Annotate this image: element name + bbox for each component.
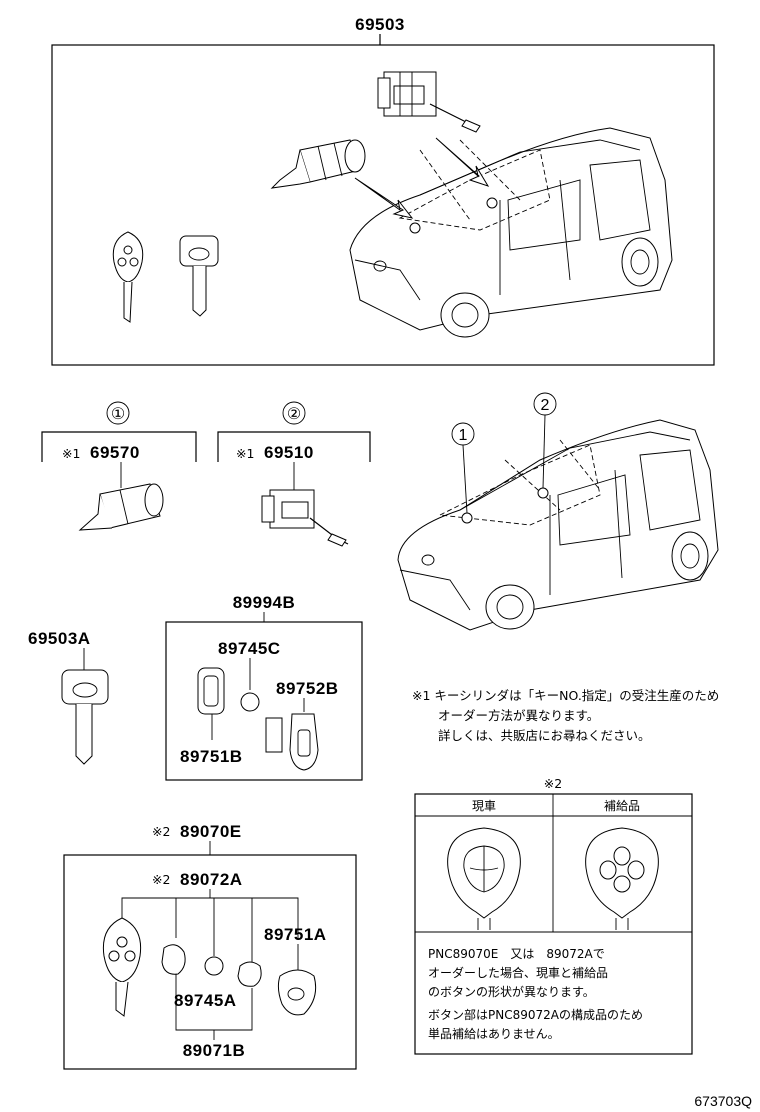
- table-col-2-header: 補給品: [604, 799, 640, 813]
- door-cylinder-small: [261, 489, 349, 547]
- ignition-cylinder-small: [78, 483, 164, 531]
- circle-2-label: ②: [287, 406, 301, 423]
- circle-marker: [282, 401, 306, 425]
- cylinder-69510-label[interactable]: 69510: [264, 443, 314, 462]
- part-89071b-label[interactable]: 89071B: [183, 1041, 246, 1060]
- table-text-4: ボタン部はPNC89072Aの構成品のため: [428, 1007, 643, 1022]
- table-mark: ※2: [544, 776, 562, 791]
- button-part: [240, 692, 260, 712]
- note-mark-1b: ※1: [236, 446, 254, 461]
- cylinder-69570-group: ① ※1 69570: [41, 401, 197, 531]
- door-cylinder-drawing: [377, 71, 481, 133]
- note-1-group: ※1 キーシリンダは「キーNO.指定」の受注生産のため オーダー方法が異なります…: [412, 688, 719, 743]
- key-blank-label[interactable]: 69503A: [28, 629, 91, 648]
- key-case-part: [277, 969, 317, 1016]
- note-mark-1: ※1: [62, 446, 80, 461]
- set-89070e-label[interactable]: 89070E: [180, 822, 242, 841]
- arrow-icon: [435, 137, 490, 187]
- table-col-1-header: 現車: [472, 799, 496, 813]
- part-89745c-label[interactable]: 89745C: [218, 639, 281, 658]
- vehicle-drawing-right: [397, 419, 719, 631]
- part-89751b-label[interactable]: 89751B: [180, 747, 243, 766]
- table-text-1: PNC89070E 又は 89072Aで: [428, 947, 605, 961]
- key-69503a-group: 69503A: [28, 629, 109, 765]
- part-89745a-label[interactable]: 89745A: [174, 991, 237, 1010]
- cover-part: [237, 961, 262, 987]
- button-pad-part: [161, 944, 186, 975]
- set-89070e-group: ※2 89070E ※2 89072A 89751A 89745A 89071B: [63, 822, 357, 1070]
- part-89752b-label[interactable]: 89752B: [276, 679, 339, 698]
- remote-key-part: [102, 917, 142, 1017]
- circle-1-label: ①: [111, 406, 125, 423]
- set-89994b-label[interactable]: 89994B: [233, 593, 296, 612]
- main-assembly-box: [51, 44, 715, 366]
- note-mark-2b: ※2: [152, 872, 170, 887]
- note-mark-2: ※2: [152, 824, 170, 839]
- cylinder-69570-label[interactable]: 69570: [90, 443, 140, 462]
- set-89994b-group: 89994B 89745C 89752B 89751B: [165, 593, 363, 781]
- note-1-line-2: オーダー方法が異なります。: [438, 708, 599, 723]
- remote-key-drawing: [112, 231, 144, 323]
- callout-2-label: 2: [541, 397, 550, 414]
- leader-line: [542, 414, 546, 489]
- plain-key-drawing: [179, 235, 219, 317]
- note-1-line-3: 詳しくは、共販店にお尋ねください。: [438, 728, 651, 743]
- main-assembly-label[interactable]: 69503: [355, 15, 405, 34]
- set-89070e-box: [63, 854, 357, 1070]
- main-assembly-group: 69503: [51, 15, 715, 366]
- cylinder-69510-group: ② ※1 69510: [217, 401, 371, 547]
- part-89751a-label[interactable]: 89751A: [264, 925, 327, 944]
- table-frame: [414, 793, 693, 1055]
- circle-marker: [106, 401, 130, 425]
- table-text-2: オーダーした場合、現車と補給品: [428, 965, 608, 980]
- set-89994b-box: [165, 621, 363, 781]
- vehicle-drawing-top: [349, 127, 673, 338]
- table-text-5: 単品補給はありません。: [428, 1027, 560, 1041]
- table-text-3: のボタンの形状が異なります。: [428, 984, 595, 999]
- cover-part: [197, 667, 225, 715]
- remote-case-part: [289, 713, 319, 771]
- ignition-cylinder-drawing: [270, 139, 366, 189]
- set-89072a-label[interactable]: 89072A: [180, 870, 243, 889]
- arrow-icon: [354, 177, 414, 219]
- callout-1-label: 1: [459, 427, 468, 444]
- leader-line: [462, 444, 468, 514]
- note-1-line-1: ※1 キーシリンダは「キーNO.指定」の受注生産のため: [412, 688, 719, 703]
- button-part: [204, 956, 224, 976]
- replacement-key-drawing: [585, 827, 659, 930]
- diagram-code: 673703Q: [694, 1093, 752, 1109]
- comparison-table: ※2 現車 補給品 PNC89070E 又は 89072Aで オーダーした場合、…: [414, 776, 693, 1055]
- current-key-drawing: [447, 827, 521, 930]
- pad-part: [265, 717, 283, 753]
